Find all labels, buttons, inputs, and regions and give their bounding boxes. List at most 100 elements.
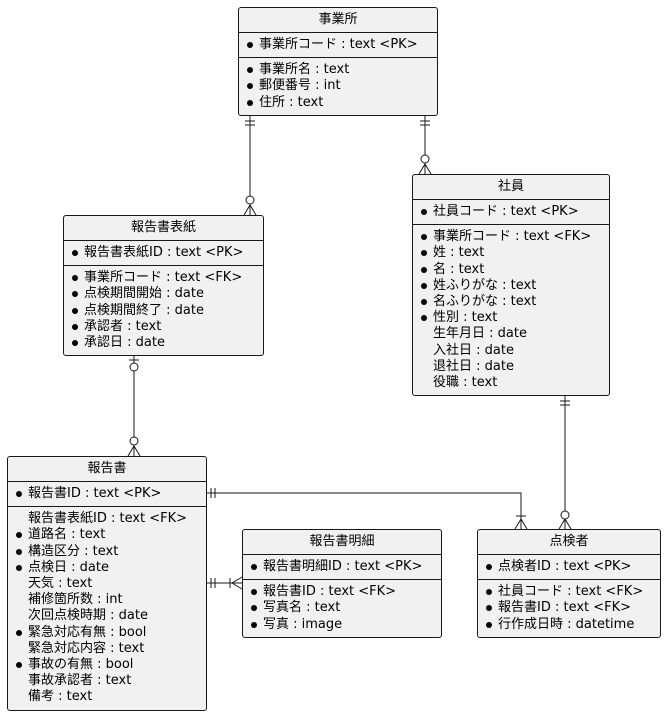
field-text: 行作成日時 : datetime bbox=[498, 616, 635, 632]
attribute-field: 構造区分 : text bbox=[8, 544, 206, 560]
field-text: 郵便番号 : int bbox=[259, 78, 341, 94]
field-text: 報告書明細ID : text <PK> bbox=[263, 559, 423, 574]
field-text: 承認日 : date bbox=[84, 335, 165, 351]
field-text: 事業所コード : text <FK> bbox=[433, 229, 592, 245]
field-text: 名ふりがな : text bbox=[433, 294, 537, 310]
mandatory-bullet-icon bbox=[16, 662, 22, 669]
relation-hyoshi-hokokusho bbox=[127, 355, 141, 457]
primary-key-field: 報告書明細ID : text <PK> bbox=[243, 559, 441, 575]
field-text: 補修箇所数 : int bbox=[28, 592, 123, 608]
field-text: 天気 : text bbox=[28, 576, 93, 592]
entity-tenkensha[interactable]: 点検者点検者ID : text <PK>社員コード : text <FK>報告書… bbox=[477, 529, 661, 638]
relation-hokokusho-meisai bbox=[207, 576, 243, 590]
mandatory-bullet-icon bbox=[72, 275, 78, 282]
field-text: 事業所名 : text bbox=[259, 62, 350, 78]
attribute-field: 事業所コード : text <FK> bbox=[64, 270, 263, 286]
mandatory-bullet-icon bbox=[247, 83, 253, 90]
field-text: 社員コード : text <FK> bbox=[498, 584, 644, 600]
mandatory-bullet-icon bbox=[421, 266, 427, 273]
attribute-field: 姓ふりがな : text bbox=[413, 278, 609, 294]
relation-jigyosho-shain bbox=[418, 114, 432, 175]
field-text: 報告書表紙ID : text <PK> bbox=[84, 245, 244, 260]
mandatory-bullet-icon bbox=[16, 564, 22, 571]
attribute-field: 点検期間終了 : date bbox=[64, 303, 263, 319]
primary-key-section: 社員コード : text <PK> bbox=[413, 200, 609, 224]
field-text: 緊急対応有無 : bool bbox=[28, 624, 147, 640]
attribute-section: 社員コード : text <FK>報告書ID : text <FK>行作成日時 … bbox=[478, 579, 660, 637]
attribute-field: 天気 : text bbox=[8, 576, 206, 592]
entity-title: 報告書 bbox=[8, 457, 206, 482]
field-text: 入社日 : date bbox=[433, 342, 514, 358]
entity-shain[interactable]: 社員社員コード : text <PK>事業所コード : text <FK>姓 :… bbox=[412, 174, 610, 397]
mandatory-bullet-icon bbox=[421, 250, 427, 257]
attribute-field: 事故の有無 : bool bbox=[8, 657, 206, 673]
primary-key-field: 報告書ID : text <PK> bbox=[8, 486, 206, 502]
attribute-field: 写真名 : text bbox=[243, 600, 441, 616]
entity-title: 社員 bbox=[413, 175, 609, 200]
attribute-field: 入社日 : date bbox=[413, 343, 609, 359]
attribute-field: 社員コード : text <FK> bbox=[478, 584, 660, 600]
mandatory-bullet-icon bbox=[16, 548, 22, 555]
mandatory-bullet-icon bbox=[251, 564, 257, 570]
attribute-field: 住所 : text bbox=[239, 95, 437, 111]
mandatory-bullet-icon bbox=[421, 209, 427, 215]
attribute-field: 補修箇所数 : int bbox=[8, 592, 206, 608]
field-text: 姓 : text bbox=[433, 245, 485, 261]
attribute-field: 報告書ID : text <FK> bbox=[243, 584, 441, 600]
field-text: 承認者 : text bbox=[84, 318, 162, 334]
relation-shain-tenkensha bbox=[558, 395, 572, 530]
primary-key-section: 報告書ID : text <PK> bbox=[8, 482, 206, 506]
attribute-field: 緊急対応有無 : bool bbox=[8, 625, 206, 641]
field-text: 構造区分 : text bbox=[28, 543, 119, 559]
field-text: 備考 : text bbox=[28, 689, 93, 705]
primary-key-field: 点検者ID : text <PK> bbox=[478, 559, 660, 575]
mandatory-bullet-icon bbox=[72, 250, 78, 256]
field-text: 次回点検時期 : date bbox=[28, 608, 148, 624]
field-text: 点検期間開始 : date bbox=[84, 286, 204, 302]
field-text: 緊急対応内容 : text bbox=[28, 640, 145, 656]
attribute-field: 役職 : text bbox=[413, 375, 609, 391]
mandatory-bullet-icon bbox=[72, 323, 78, 330]
field-text: 性別 : text bbox=[433, 310, 498, 326]
field-text: 点検日 : date bbox=[28, 559, 109, 575]
field-text: 住所 : text bbox=[259, 94, 324, 110]
mandatory-bullet-icon bbox=[486, 621, 492, 628]
attribute-field: 報告書表紙ID : text <FK> bbox=[8, 511, 206, 527]
attribute-field: 承認日 : date bbox=[64, 335, 263, 351]
attribute-field: 備考 : text bbox=[8, 689, 206, 705]
entity-hokokusho-hyoshi[interactable]: 報告書表紙報告書表紙ID : text <PK>事業所コード : text <F… bbox=[63, 215, 264, 357]
attribute-field: 点検期間開始 : date bbox=[64, 286, 263, 302]
entity-hokokusho-meisai[interactable]: 報告書明細報告書明細ID : text <PK> 報告書ID : text <FK… bbox=[242, 529, 442, 638]
mandatory-bullet-icon bbox=[421, 282, 427, 289]
mandatory-bullet-icon bbox=[72, 291, 78, 298]
attribute-field: 事業所名 : text bbox=[239, 62, 437, 78]
primary-key-section: 点検者ID : text <PK> bbox=[478, 555, 660, 579]
mandatory-bullet-icon bbox=[251, 589, 257, 596]
attribute-field: 事故承認者 : text bbox=[8, 673, 206, 689]
field-text: 事業所コード : text <FK> bbox=[84, 270, 243, 286]
mandatory-bullet-icon bbox=[486, 605, 492, 612]
primary-key-section: 報告書表紙ID : text <PK> bbox=[64, 241, 263, 265]
field-text: 退社日 : date bbox=[433, 358, 514, 374]
field-text: 役職 : text bbox=[433, 375, 498, 391]
entity-title: 事業所 bbox=[239, 8, 437, 33]
mandatory-bullet-icon bbox=[486, 589, 492, 596]
entity-hokokusho[interactable]: 報告書報告書ID : text <PK> 報告書表紙ID : text <FK>道… bbox=[7, 456, 207, 711]
attribute-field: 生年月日 : date bbox=[413, 326, 609, 342]
primary-key-section: 事業所コード : text <PK> bbox=[239, 33, 437, 57]
field-text: 報告書表紙ID : text <FK> bbox=[28, 511, 188, 527]
mandatory-bullet-icon bbox=[251, 605, 257, 612]
attribute-field: 緊急対応内容 : text bbox=[8, 641, 206, 657]
mandatory-bullet-icon bbox=[421, 315, 427, 322]
attribute-field: 道路名 : text bbox=[8, 527, 206, 543]
relation-jigyosho-hyoshi bbox=[243, 114, 257, 216]
mandatory-bullet-icon bbox=[72, 340, 78, 347]
primary-key-field: 報告書表紙ID : text <PK> bbox=[64, 245, 263, 261]
entity-title: 報告書明細 bbox=[243, 530, 441, 555]
field-text: 生年月日 : date bbox=[433, 326, 527, 342]
